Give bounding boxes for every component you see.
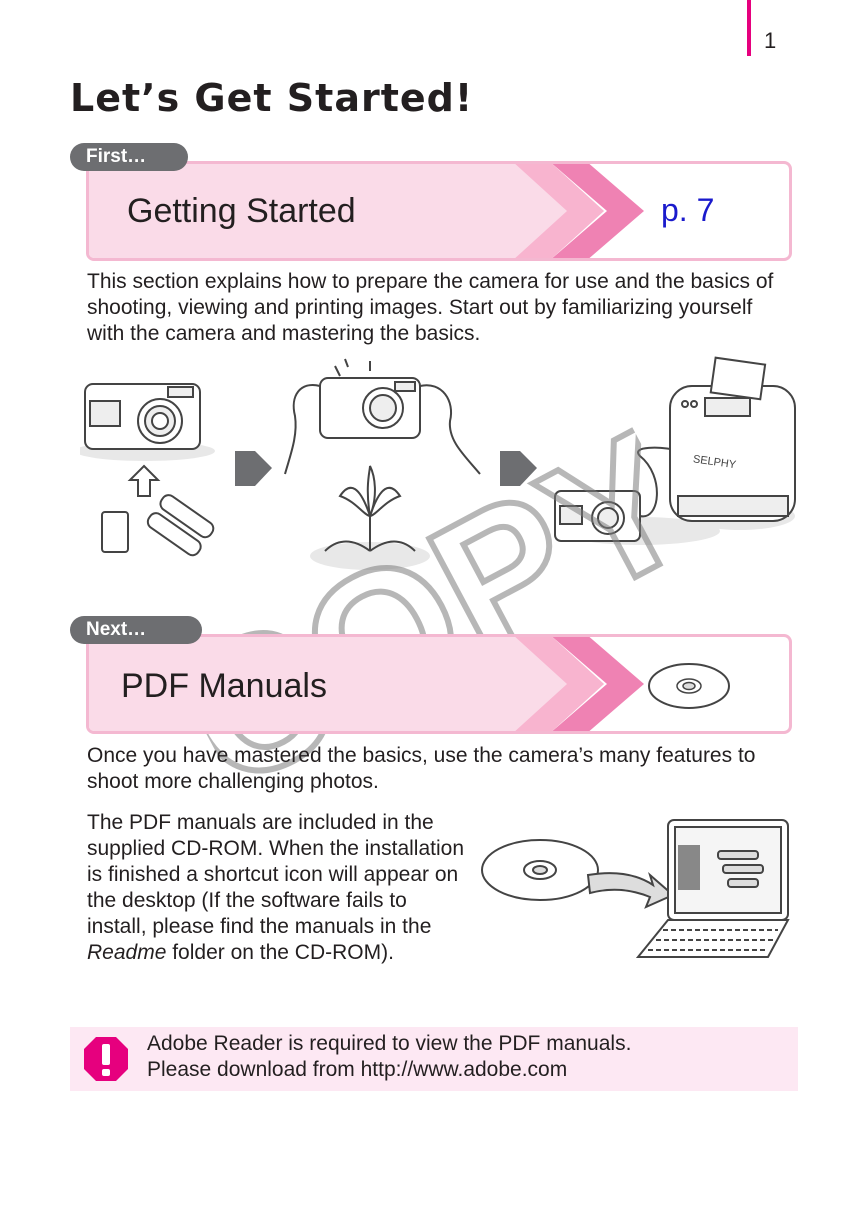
notice-box: Adobe Reader is required to view the PDF… (70, 1027, 798, 1091)
pdf-manuals-intro: Once you have mastered the basics, use t… (87, 744, 756, 793)
printer-icon (669, 356, 796, 522)
chevron-arrow-icon (494, 164, 644, 258)
cd-to-laptop-illustration (481, 819, 790, 958)
camera-hands-icon (284, 358, 481, 475)
pdf-manuals-title: PDF Manuals (121, 667, 327, 705)
workflow-illustration: SELPHY (80, 356, 796, 570)
arrow-right-icon (235, 451, 272, 486)
memory-card-icon (101, 511, 129, 553)
chevron-arrow-icon (494, 637, 644, 731)
getting-started-title: Getting Started (127, 192, 356, 230)
page-marker-bar (747, 0, 751, 56)
cd-rom-icon (648, 663, 730, 709)
exclamation-icon (84, 1037, 128, 1081)
battery-icon (146, 494, 215, 557)
readme-folder-name: Readme (87, 941, 167, 964)
pdf-manuals-body: The PDF manuals are included in the supp… (87, 811, 464, 964)
first-tab: First… (70, 143, 188, 171)
getting-started-banner[interactable]: Getting Started p. 7 (86, 161, 792, 261)
camera-icon (84, 383, 201, 450)
notice-line-1: Adobe Reader is required to view the PDF… (147, 1032, 632, 1055)
page-number: 1 (764, 28, 777, 53)
pdf-manuals-banner[interactable]: PDF Manuals (86, 634, 792, 734)
getting-started-description: This section explains how to prepare the… (87, 270, 774, 345)
notice-line-2: Please download from http://www.adobe.co… (147, 1058, 568, 1081)
flower-icon (324, 465, 416, 552)
page-title: Let’s Get Started! (70, 76, 474, 120)
arrow-right-icon (586, 871, 675, 909)
laptop-icon (635, 819, 790, 958)
next-tab: Next… (70, 616, 202, 644)
arrow-right-icon (500, 451, 537, 486)
page-reference-link[interactable]: p. 7 (661, 192, 715, 228)
camera-icon (554, 490, 641, 542)
